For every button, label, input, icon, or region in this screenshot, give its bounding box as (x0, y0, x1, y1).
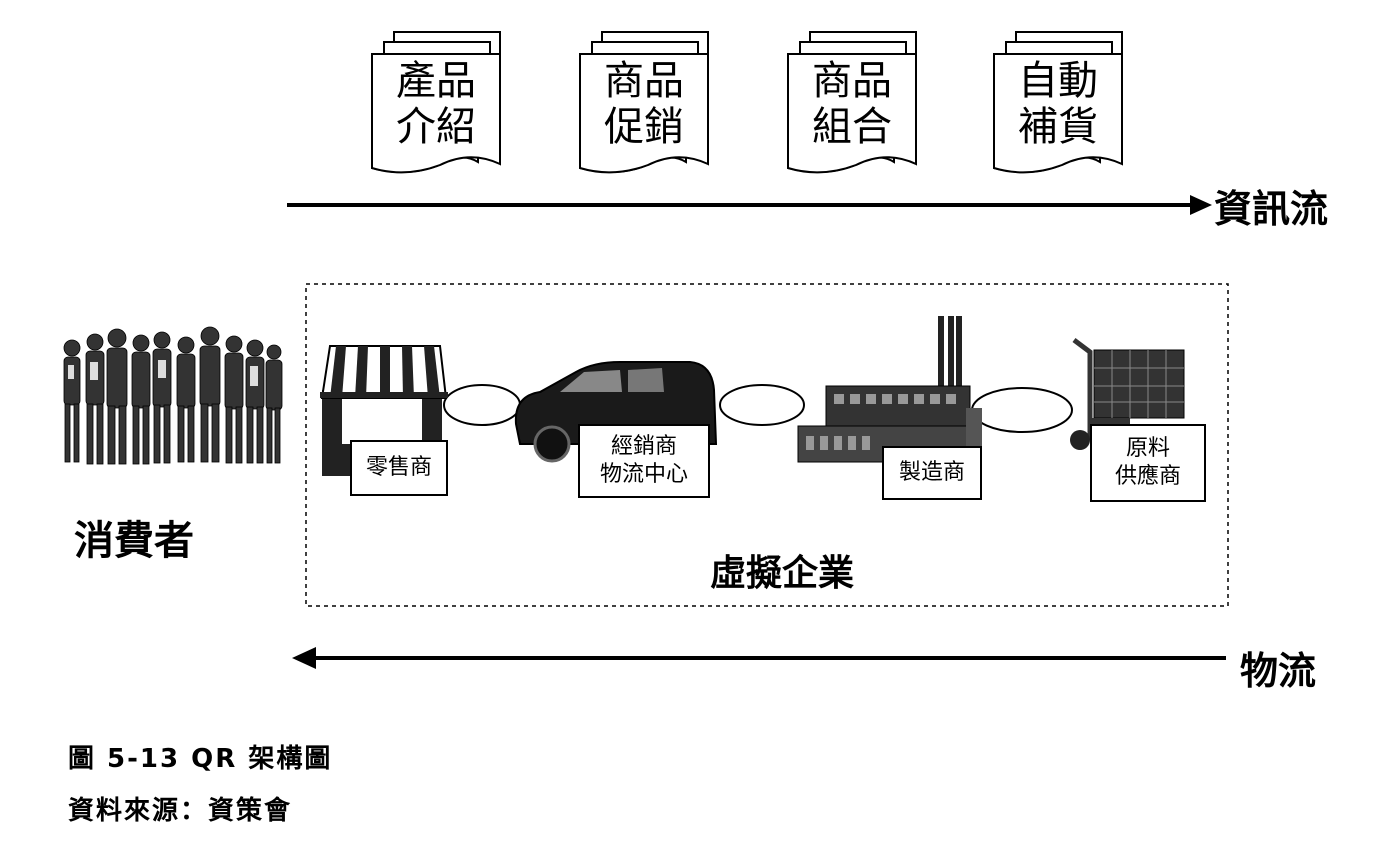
doc-text-product-intro: 產品 介紹 (386, 58, 486, 150)
node-label: 經銷商 (610, 434, 677, 459)
node-label: 零售商 (365, 455, 432, 480)
node-manufacturer: 製造商 (882, 446, 982, 500)
virtual-enterprise-label: 虛擬企業 (710, 552, 855, 594)
doc-line2: 促銷 (604, 104, 684, 150)
information-flow-label: 資訊流 (1214, 186, 1329, 231)
consumer-label: 消費者 (74, 517, 194, 564)
node-raw-material-supplier: 原料 供應商 (1090, 424, 1206, 502)
doc-line1: 自動 (1018, 58, 1098, 104)
doc-text-promotion: 商品 促銷 (594, 58, 694, 150)
node-distributor: 經銷商 物流中心 (578, 424, 710, 498)
doc-line2: 補貨 (1018, 104, 1098, 150)
figure-caption: 圖 5-13 QR 架構圖 (68, 744, 333, 774)
factory-icon (797, 316, 982, 463)
node-sublabel: 物流中心 (599, 462, 688, 487)
store-icon (320, 345, 448, 476)
doc-stack-assortment (787, 31, 917, 174)
node-retailer: 零售商 (350, 440, 448, 496)
physical-flow-label: 物流 (1240, 648, 1317, 693)
source-caption: 資料來源：資策會 (68, 796, 293, 826)
link-ellipse-manufacturer-supplier (971, 387, 1073, 433)
node-label: 原料 (1125, 436, 1170, 461)
node-sublabel: 供應商 (1114, 464, 1181, 489)
doc-line1: 商品 (812, 58, 892, 104)
doc-line2: 組合 (812, 104, 892, 150)
doc-line1: 商品 (604, 58, 684, 104)
doc-stack-product-intro (371, 31, 501, 174)
doc-line1: 產品 (396, 58, 476, 104)
doc-stack-promotion (579, 31, 709, 174)
virtual-enterprise-boundary (305, 283, 1229, 607)
consumers-crowd-image (63, 326, 283, 465)
doc-text-assortment: 商品 組合 (802, 58, 902, 150)
information-flow-arrow (287, 195, 1212, 215)
doc-line2: 介紹 (396, 104, 476, 150)
hand-truck-icon (1070, 338, 1185, 450)
doc-text-auto-replenish: 自動 補貨 (1008, 58, 1108, 150)
physical-flow-arrow (292, 647, 1226, 669)
doc-stack-auto-replenish (993, 31, 1123, 174)
node-label: 製造商 (898, 460, 965, 485)
link-ellipse-retail-distributor (443, 384, 521, 426)
link-ellipse-distributor-manufacturer (719, 384, 805, 426)
van-icon (514, 361, 718, 463)
